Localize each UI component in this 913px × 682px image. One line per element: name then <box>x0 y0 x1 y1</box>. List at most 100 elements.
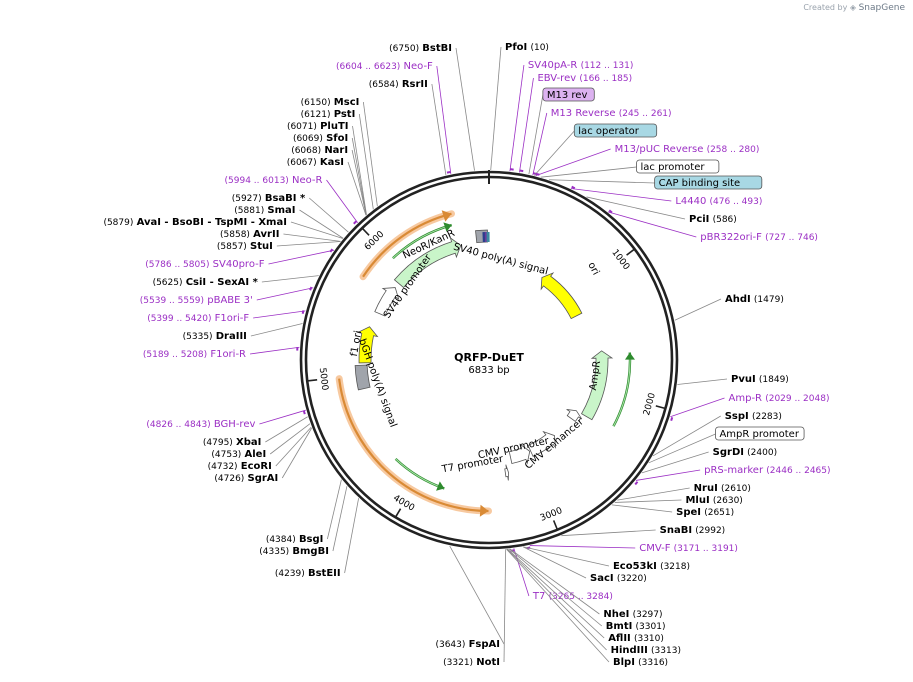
leader-line <box>522 546 587 579</box>
primer-mark <box>302 410 306 415</box>
snapgene-logo-icon: ◈ <box>849 3 857 12</box>
leader-line <box>528 94 544 175</box>
label-text: (5335) DraIII <box>183 331 247 342</box>
leader-line <box>436 65 452 174</box>
label-text: (4726) SgrAI <box>214 473 278 484</box>
primer-mark <box>353 220 357 225</box>
leader-line <box>506 548 607 651</box>
map-label-ebv-rev: EBV-rev (166 .. 185) <box>519 73 632 173</box>
map-label-nhei: NheI (3297) <box>509 548 663 620</box>
leader-line <box>259 409 306 425</box>
leader-line <box>508 548 603 627</box>
map-label-nrui: NruI (2610) <box>617 483 751 501</box>
label-text: (5625) CsiI - SexAI * <box>153 277 259 288</box>
map-label-prs-marker: pRS-marker (2446 .. 2465) <box>634 465 831 486</box>
feature-label-sv40-promoter: SV40 promoter <box>382 252 435 321</box>
label-text: AhdI (1479) <box>725 294 784 305</box>
leader-line <box>677 378 728 385</box>
map-label-bstbi: (6750) BstBI <box>389 43 475 171</box>
label-box <box>636 159 720 174</box>
plasmid-name: QRFP-DuET <box>454 351 524 364</box>
leader-line <box>570 188 672 202</box>
plasmid-length: 6833 bp <box>468 365 509 376</box>
primer-mark <box>571 185 576 190</box>
label-text: L4440 (476 .. 493) <box>675 196 762 207</box>
label-text: SacI (3220) <box>590 573 647 584</box>
map-label-noti: (3321) NotI <box>443 549 507 668</box>
map-label-amp-r: Amp-R (2029 .. 2048) <box>670 393 829 421</box>
leader-line <box>503 549 507 663</box>
label-text: (4239) BstEII <box>275 568 341 579</box>
primer-mark <box>608 209 613 214</box>
feature-f1-ori <box>356 326 379 364</box>
map-label-sfoi: (6069) SfoI <box>293 133 367 216</box>
leader-line <box>529 545 636 549</box>
label-text: HindIII (3313) <box>611 645 681 656</box>
map-label-pfoi: PfoI (10) <box>490 42 549 171</box>
leader-line <box>362 101 378 207</box>
leader-line <box>561 529 656 537</box>
feature-t7-promoter <box>504 464 509 481</box>
label-text: pBR322ori-F (727 .. 746) <box>700 232 818 243</box>
map-label-f1ori-r: (5189 .. 5208) F1ori-R <box>143 346 300 360</box>
feature-cmv-enhancer <box>527 430 557 457</box>
leader-line <box>519 77 534 173</box>
map-label-cmv-f: CMV-F (3171 .. 3191) <box>526 543 738 554</box>
label-text: (4384) BsgI <box>266 534 324 545</box>
feature-cmv-promoter <box>508 443 531 465</box>
label-text: M13 Reverse (245 .. 261) <box>551 108 672 119</box>
feature-label-ori: ori <box>585 260 601 277</box>
feature-ori <box>540 272 583 320</box>
label-text: NruI (2610) <box>694 483 751 494</box>
leader-line <box>449 545 505 645</box>
map-label-pbr322ori-f: pBR322ori-F (727 .. 746) <box>607 209 818 243</box>
map-label-avrii: (5858) AvrII <box>220 229 341 242</box>
label-text: PciI (586) <box>689 214 737 225</box>
leader-line <box>652 415 721 457</box>
feature-ampr <box>581 350 614 421</box>
map-label-eco53ki: Eco53kI (3218) <box>523 546 690 572</box>
map-label-spei: SpeI (2651) <box>611 504 734 518</box>
label-text: EBV-rev (166 .. 185) <box>537 73 632 84</box>
leader-line <box>265 416 308 443</box>
label-text: (5189 .. 5208) F1ori-R <box>143 349 246 360</box>
leader-line <box>611 504 673 513</box>
leader-line <box>523 546 610 567</box>
feature-ampr-promoter <box>566 409 583 422</box>
orf-arrowhead <box>441 210 452 222</box>
label-text: CMV-F (3171 .. 3191) <box>639 543 738 554</box>
leader-line <box>352 125 367 215</box>
map-label-mlui: MluI (2630) <box>614 495 743 506</box>
label-text: (5857) StuI <box>217 241 273 252</box>
leader-line <box>281 427 312 479</box>
orf-green-arrow-core <box>613 352 631 427</box>
leader-line <box>540 166 637 178</box>
map-label-ahdi: AhdI (1479) <box>674 294 784 321</box>
map-label-sgrai: (4726) SgrAI <box>214 427 312 484</box>
map-label-sv40pa-r: SV40pA-R (112 .. 131) <box>509 60 633 172</box>
tick-label: 5000 <box>317 367 330 391</box>
label-text: M13/pUC Reverse (258 .. 280) <box>615 144 760 155</box>
label-text: Eco53kI (3218) <box>613 561 690 572</box>
label-text: M13 rev <box>547 90 588 101</box>
orf-arc <box>362 212 452 278</box>
label-text: pRS-marker (2446 .. 2465) <box>704 465 830 476</box>
map-label-bgh-rev: (4826 .. 4843) BGH-rev <box>146 409 306 430</box>
label-text: lac operator <box>578 126 639 137</box>
label-text: (6604 .. 6623) Neo-F <box>336 61 433 72</box>
leader-line <box>641 451 709 474</box>
leader-line <box>532 112 548 176</box>
leader-line <box>509 548 600 615</box>
label-text: (6071) PluTI <box>287 121 349 132</box>
primer-mark <box>519 169 524 173</box>
label-text: BmtI (3301) <box>606 621 666 632</box>
map-label-pbabe-3: (5539 .. 5559) pBABE 3' <box>140 286 314 306</box>
map-label-sgrdi: SgrDI (2400) <box>641 447 777 474</box>
map-label-pvui: PvuI (1849) <box>677 374 789 385</box>
label-group: PfoI (10)SV40pA-R (112 .. 131)EBV-rev (1… <box>103 42 830 668</box>
map-label-m13-puc-reverse: M13/pUC Reverse (258 .. 280) <box>535 144 760 177</box>
credit-prefix: Created by <box>803 3 848 12</box>
primer-mark <box>535 172 540 176</box>
map-label-neo-r: (5994 .. 6013) Neo-R <box>225 175 358 225</box>
label-text: AflII (3310) <box>608 633 664 644</box>
